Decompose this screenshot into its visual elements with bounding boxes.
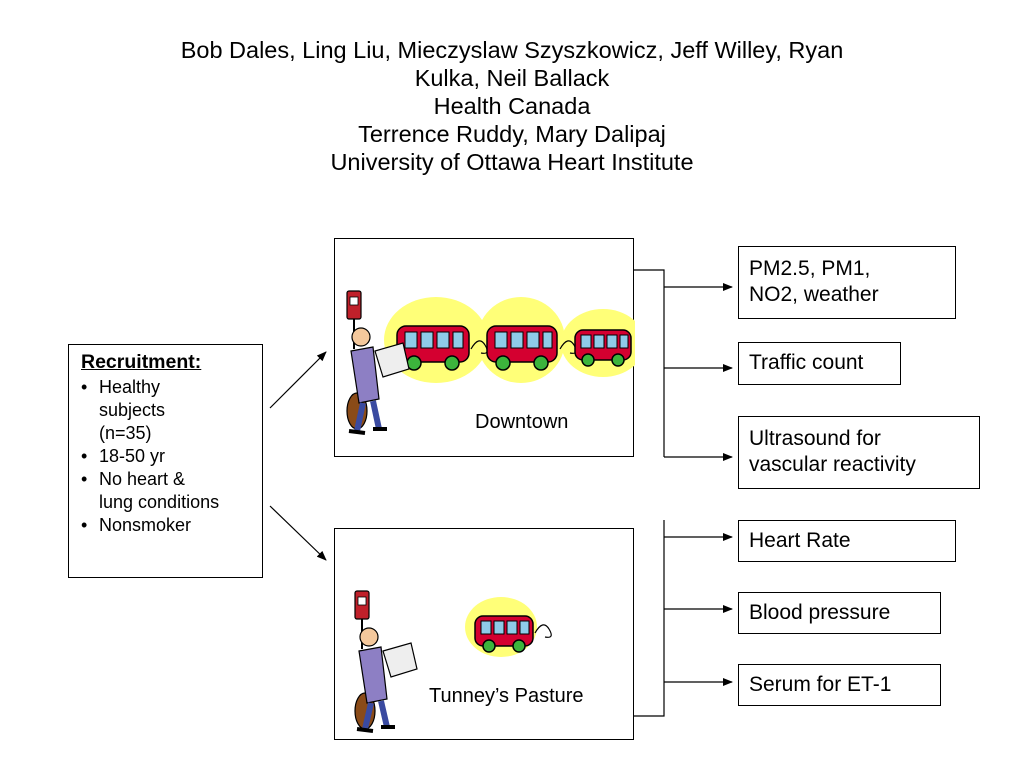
outcome-blood-pressure: Blood pressure (738, 592, 941, 634)
recruitment-heading: Recruitment: (81, 351, 202, 373)
exhaust-swirl-icon (470, 340, 488, 354)
outcome-ultrasound: Ultrasound for vascular reactivity (738, 416, 980, 489)
title-line-5: University of Ottawa Heart Institute (330, 149, 694, 175)
site-label-tunney: Tunney’s Pasture (429, 685, 584, 707)
recruitment-item-line: No heart & (99, 469, 186, 489)
recruitment-item-conditions: No heart & lung conditions (81, 468, 254, 514)
outcome-line: PM2.5, PM1, (749, 257, 871, 280)
site-box-downtown: Downtown (334, 238, 635, 457)
outcome-line: NO2, weather (749, 283, 879, 306)
recruitment-item-line: Nonsmoker (99, 515, 192, 535)
recruitment-item-age: 18-50 yr (81, 445, 254, 468)
tunney-scene (354, 590, 552, 733)
title-line-3: Health Canada (433, 93, 591, 119)
outcome-traffic-count: Traffic count (738, 342, 901, 385)
recruitment-box: Recruitment: Healthy subjects (n=35) 18-… (68, 344, 263, 578)
recruitment-item-line: (n=35) (99, 423, 152, 443)
downtown-scene (346, 290, 635, 435)
pedestrian-icon (346, 290, 410, 435)
recruitment-item-line: Healthy (99, 377, 161, 397)
outcome-line: Blood pressure (749, 601, 891, 624)
pedestrian-icon (354, 590, 418, 733)
bus-icon (474, 615, 534, 653)
outcome-air-quality: PM2.5, PM1, NO2, weather (738, 246, 956, 319)
bus-icon (574, 329, 632, 367)
recruitment-item-healthy: Healthy subjects (n=35) (81, 376, 254, 445)
title-line-1: Bob Dales, Ling Liu, Mieczyslaw Szyszkow… (180, 37, 844, 63)
bus-icon (486, 325, 558, 371)
site-label-downtown: Downtown (475, 411, 569, 433)
outcome-line: vascular reactivity (749, 453, 916, 476)
recruitment-item-line: 18-50 yr (99, 446, 166, 466)
recruitment-item-line: lung conditions (99, 492, 220, 512)
title-line-2: Kulka, Neil Ballack (414, 65, 610, 91)
arrow-recruit-downtown (269, 351, 327, 409)
outcome-line: Serum for ET-1 (749, 673, 892, 696)
recruitment-list: Healthy subjects (n=35) 18-50 yr No hear… (81, 376, 254, 537)
bracket-tunney (634, 520, 665, 717)
recruitment-item-line: subjects (99, 400, 166, 420)
site-box-tunney: Tunney’s Pasture (334, 528, 634, 740)
recruitment-item-smoker: Nonsmoker (81, 514, 254, 537)
outcome-heart-rate: Heart Rate (738, 520, 956, 562)
outcome-line: Traffic count (749, 351, 864, 374)
outcome-serum: Serum for ET-1 (738, 664, 941, 706)
outcome-line: Heart Rate (749, 529, 851, 552)
outcome-line: Ultrasound for (749, 427, 881, 450)
exhaust-swirl-icon (534, 624, 552, 638)
bus-icon (396, 325, 470, 371)
slide-title: Bob Dales, Ling Liu, Mieczyslaw Szyszkow… (0, 36, 1024, 176)
title-line-4: Terrence Ruddy, Mary Dalipaj (358, 121, 666, 147)
bracket-downtown (634, 269, 665, 457)
arrow-recruit-tunney (269, 505, 327, 561)
